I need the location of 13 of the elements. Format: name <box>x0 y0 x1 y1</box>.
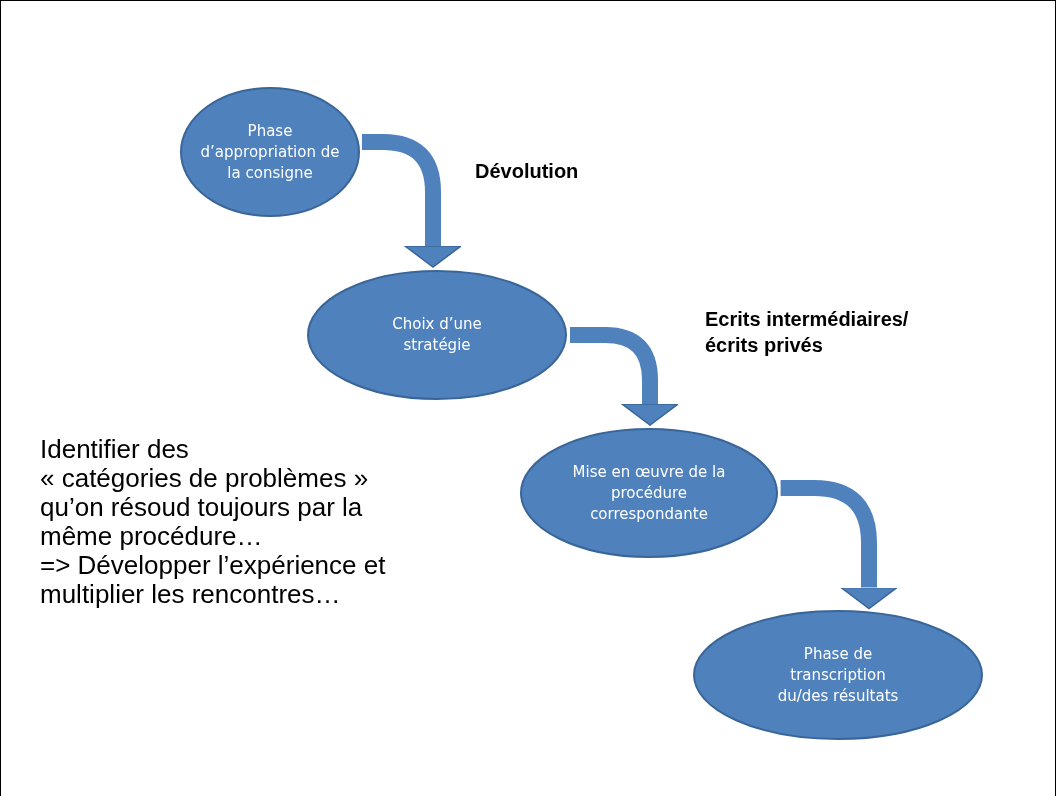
note-text: « catégories de problèmes » qu’on résoud toujours par la même procédure… <box>40 464 370 551</box>
process-ellipse <box>180 87 360 217</box>
node-text: Choix d’une stratégie <box>391 314 483 356</box>
process-ellipse <box>693 610 983 740</box>
note-text: => Développer l’expérience et multiplier les rencontres… <box>40 551 387 609</box>
process-ellipse <box>520 428 778 558</box>
edge-label: Dévolution <box>475 159 580 184</box>
node-text: Phase de transcription du/des résultats <box>776 643 900 707</box>
node-text: Phase d’appropriation de la consigne <box>200 120 340 184</box>
node-text: Mise en œuvre de la procédure correspondante <box>571 461 727 525</box>
edge-label: Ecrits intermédiaires/ écrits privés <box>705 307 910 358</box>
note-text: Identifier des <box>40 435 190 464</box>
process-ellipse <box>307 270 567 400</box>
